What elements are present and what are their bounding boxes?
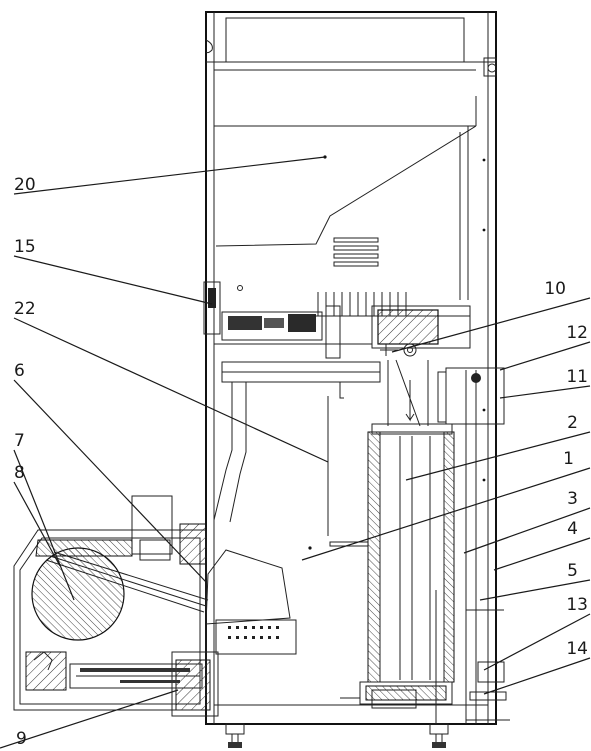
burner-grate-holes [228, 626, 279, 639]
callout-10: 10 [544, 279, 566, 299]
callout-3: 3 [567, 489, 578, 509]
cabinet-feet [225, 723, 449, 748]
callout-20: 20 [14, 175, 36, 195]
callout-11: 11 [566, 367, 588, 387]
pellet-hopper [214, 96, 477, 300]
callout-14: 14 [566, 639, 588, 659]
leader-lines [0, 156, 591, 749]
side-panels [435, 158, 504, 724]
callout-9: 9 [16, 729, 27, 749]
control-unit [203, 281, 372, 359]
callout-6: 6 [14, 361, 25, 381]
callout-22: 22 [14, 299, 36, 319]
callout-8: 8 [14, 463, 25, 483]
fan-impeller [31, 547, 209, 641]
right-fittings [466, 661, 510, 721]
combustion-chamber [214, 396, 488, 706]
callout-7: 7 [14, 431, 25, 451]
callout-13: 13 [566, 595, 588, 615]
callout-1: 1 [563, 449, 574, 469]
burner-assembly [171, 523, 297, 717]
insulation-top-band [35, 539, 133, 557]
feed-chute [131, 495, 173, 561]
heat-exchanger-tube [367, 359, 455, 683]
flue-duct [213, 361, 381, 523]
callout-15: 15 [14, 237, 36, 257]
callout-12: 12 [566, 323, 588, 343]
fan-housing [13, 529, 209, 711]
callout-2: 2 [567, 413, 578, 433]
callout-labels: 20 15 22 6 7 8 9 10 12 11 2 1 3 4 5 13 1… [14, 175, 588, 749]
top-insulation-block [371, 305, 471, 357]
callout-4: 4 [567, 519, 578, 539]
vent-slots [333, 237, 379, 267]
callout-5: 5 [567, 561, 578, 581]
cleaning-motor-box [445, 367, 505, 425]
ash-drawer [340, 681, 453, 709]
